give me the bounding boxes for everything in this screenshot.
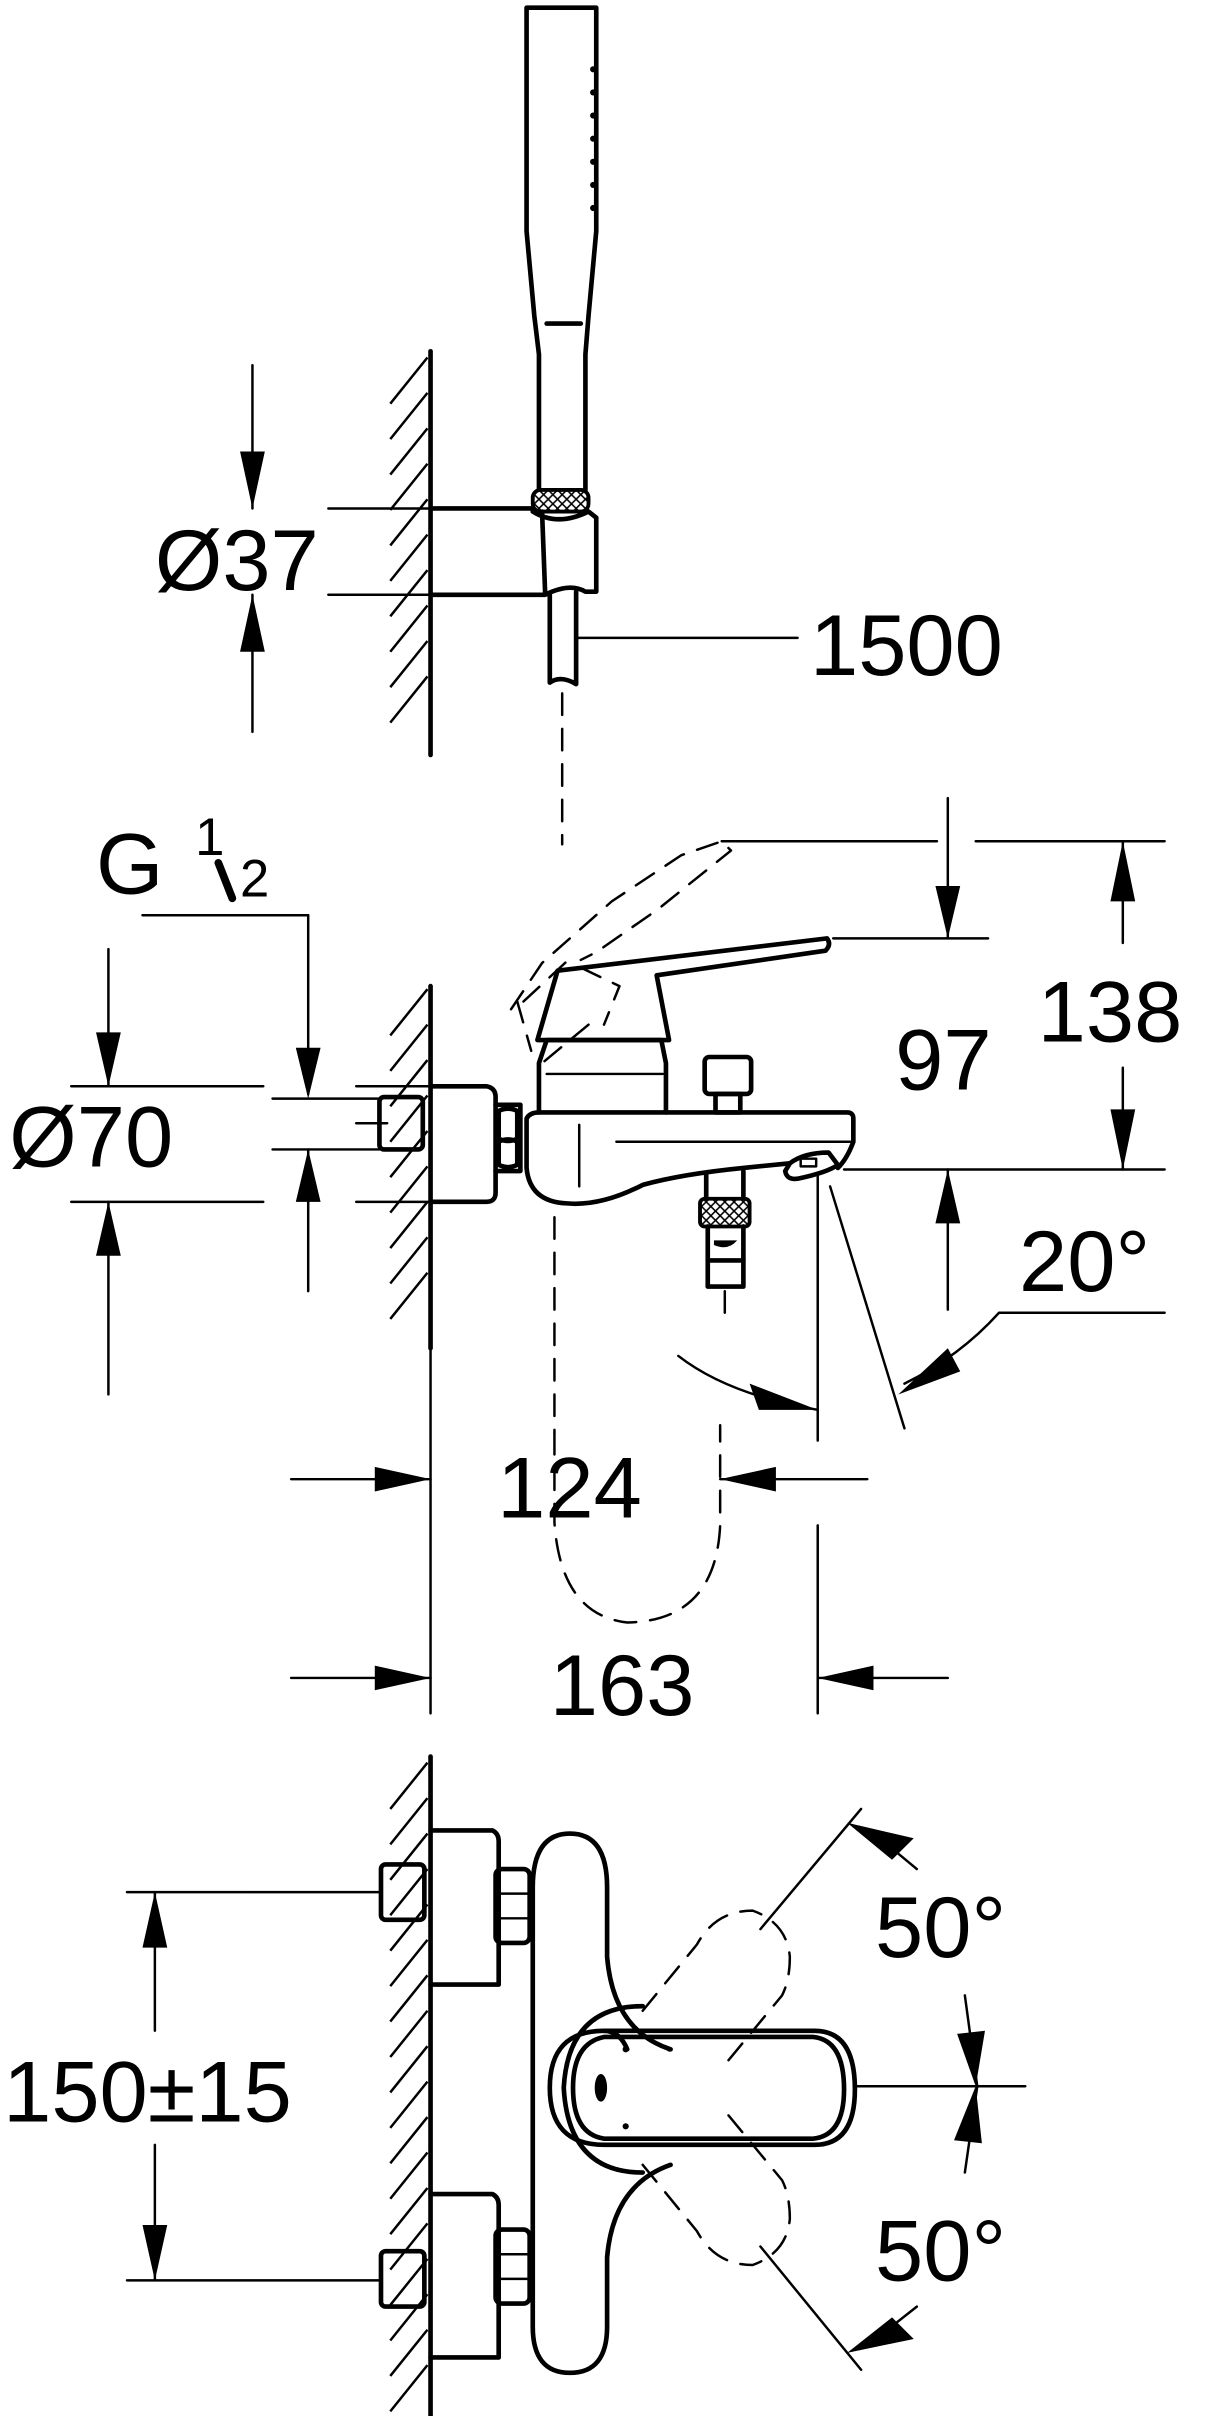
lever-cap: [535, 936, 832, 1043]
upper-inlet: [378, 1828, 532, 1987]
spout-angle-label: 20°: [1019, 1214, 1150, 1310]
wall-hatch-line: [389, 2187, 429, 2235]
thread-label-main: G: [96, 817, 163, 913]
wall-hatch-line: [389, 640, 429, 688]
wall-hatch-line: [389, 1201, 429, 1249]
wall-hatch-line: [389, 569, 429, 618]
wall-bottom: [389, 1754, 433, 2416]
wall-hatch-line: [389, 1868, 429, 1917]
dimension-thread: G 1 2: [96, 808, 381, 1293]
lever-rotated-down: [641, 2109, 792, 2267]
wall-hatch-line: [389, 1903, 429, 1952]
escutcheon-diameter-label: Ø70: [9, 1090, 173, 1186]
bath-outline: [553, 1424, 722, 1624]
wall-hatch-line: [389, 2151, 429, 2200]
dimension-inlet-spacing: 150±15: [3, 1890, 383, 2282]
wall-hatch-line: [389, 1761, 429, 1810]
thread-label-num: 1: [195, 808, 224, 867]
wall-hatch-line: [389, 2328, 429, 2377]
wall-hatch-line: [389, 1939, 429, 1987]
wall-hatch-line: [389, 1797, 429, 1846]
hex-connector: [493, 1102, 523, 1174]
overall-projection-label: 163: [550, 1638, 695, 1734]
wall-hatch-line: [389, 1236, 429, 1285]
hand-shower-view: Ø37 1500: [155, 5, 1003, 846]
mixer-body-front: [530, 1831, 673, 2376]
wall-hatch-line: [389, 2080, 429, 2129]
holder-diameter-label: Ø37: [155, 513, 319, 609]
mixer-body: [524, 1110, 856, 1207]
wall-hatch-line: [389, 1271, 429, 1320]
wall-hatch-line: [389, 2364, 429, 2413]
lever-rotated-up: [641, 1909, 792, 2066]
wall-hatch-line: [389, 675, 429, 724]
rotation-down-label: 50°: [875, 2204, 1006, 2300]
mixer-front-view: 50° 50° 150±15: [3, 1754, 1027, 2416]
lower-inlet: [378, 2191, 532, 2360]
wall-middle: [389, 983, 433, 1351]
hose: [547, 589, 579, 687]
wall-top: [389, 348, 433, 758]
wall-hatch-line: [389, 1974, 429, 2023]
hand-shower-head: [524, 5, 599, 493]
wall-hatch-line: [389, 392, 429, 440]
shower-outlet: [698, 1168, 752, 1327]
wall-hatch-line: [389, 2116, 429, 2165]
knurled-collar: [530, 488, 591, 514]
thread-label-den: 2: [240, 850, 269, 909]
lever-height-label: 97: [895, 1013, 991, 1109]
spout-aerator: [782, 1150, 841, 1182]
wall-hatch-line: [389, 2293, 429, 2342]
wall-hatch-line: [389, 2222, 429, 2271]
wall-hatch-line: [389, 2258, 429, 2306]
wall-hatch-line: [389, 1832, 429, 1881]
wall-hatch-line: [389, 604, 429, 653]
indicator-mark: [594, 2073, 608, 2102]
mixer-side-view: G 1 2 Ø70: [9, 796, 1183, 1734]
dimension-rotation-up: 50°: [759, 1807, 1006, 2088]
wall-hatch-line: [389, 533, 429, 582]
spout-projection-label: 124: [497, 1441, 642, 1537]
wall-hatch-line: [389, 427, 429, 476]
wall-hatch-line: [389, 988, 429, 1037]
wall-hatch-line: [389, 2009, 429, 2058]
rotation-up-label: 50°: [875, 1880, 1006, 1976]
dimension-holder-diameter: Ø37: [155, 363, 432, 734]
dimension-spout-angle: 20°: [677, 1172, 1166, 1442]
dimension-projections: 124 163: [289, 1346, 950, 1734]
dimension-hose-length: 1500: [574, 598, 1003, 694]
wall-hatch-line: [389, 1165, 429, 1214]
dimension-rotation-down: 50°: [759, 2085, 1006, 2372]
spray-nozzles: [590, 66, 597, 212]
wall-hatch-line: [389, 1023, 429, 1072]
dimension-heights: 97 138: [720, 796, 1183, 1311]
diverter-knob: [702, 1054, 754, 1097]
wall-hatch-line: [389, 2045, 429, 2094]
dimension-escutcheon-diameter: Ø70: [9, 947, 432, 1396]
wall-hatch-line: [389, 463, 429, 511]
hose-length-label: 1500: [810, 598, 1003, 694]
wall-holder: [428, 506, 599, 598]
wall-hatch-line: [389, 498, 429, 547]
escutcheon: [428, 1083, 498, 1205]
wall-hatch-line: [389, 356, 429, 405]
overall-height-label: 138: [1038, 965, 1183, 1061]
inlet-spacing-label: 150±15: [3, 2045, 292, 2141]
